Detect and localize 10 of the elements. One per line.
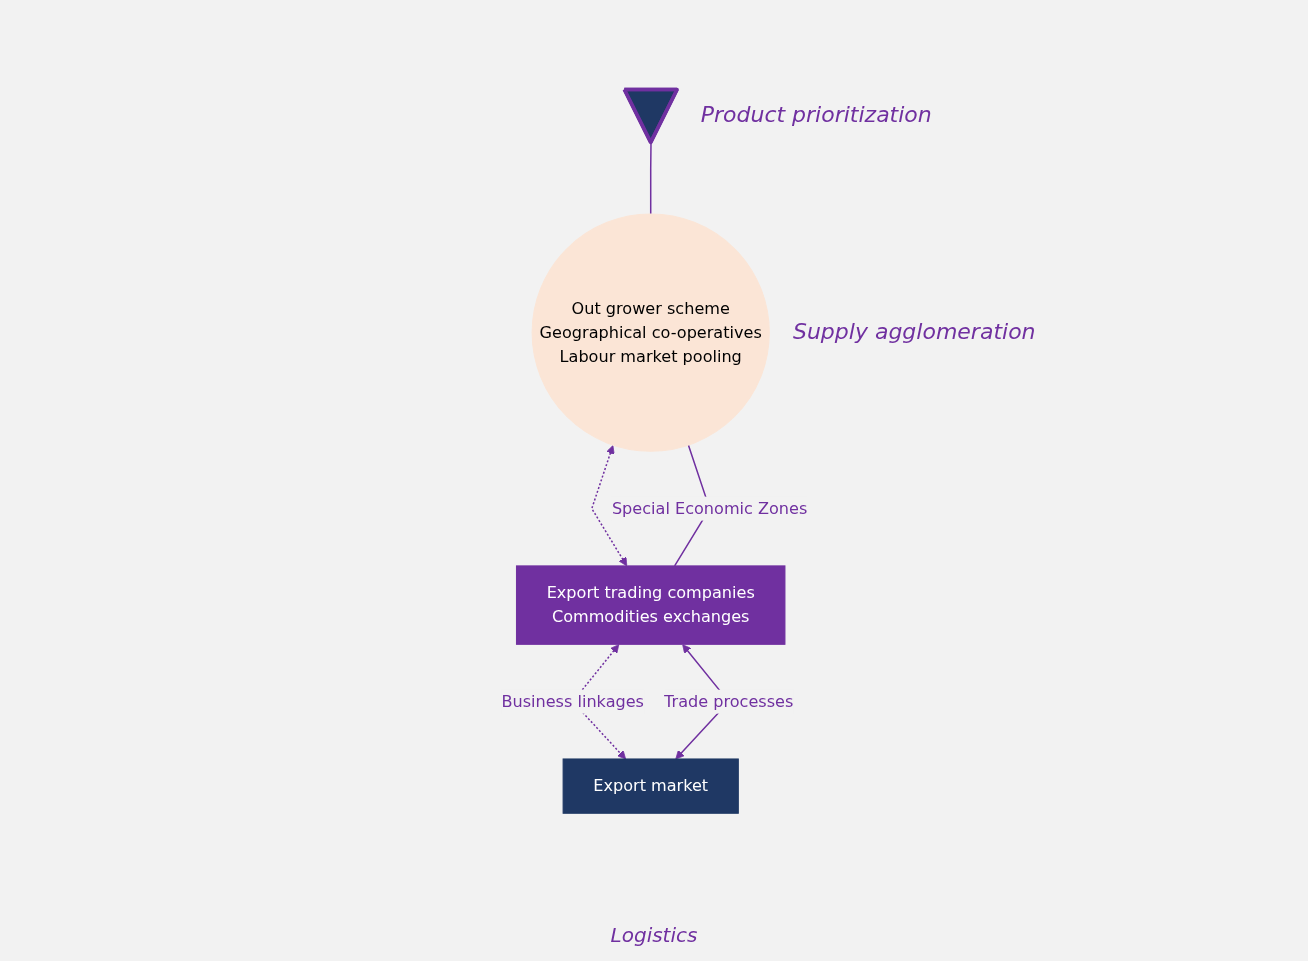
node-caption: Product prioritization [700, 102, 932, 128]
edge-label: Trade processes [663, 692, 793, 712]
node-caption: Supply agglomeration [792, 319, 1036, 345]
edge-label: Special Economic Zones [611, 498, 807, 519]
node-box: Export trading companies Commodities exchanges [515, 565, 786, 646]
arrow [590, 445, 627, 567]
node-box: Export market [562, 758, 739, 815]
edge-label: Business linkages [501, 692, 644, 712]
node-circle: Out grower scheme Geographical co-operatives Labour market pooling [531, 213, 770, 453]
label-text: Logistics [609, 922, 699, 947]
